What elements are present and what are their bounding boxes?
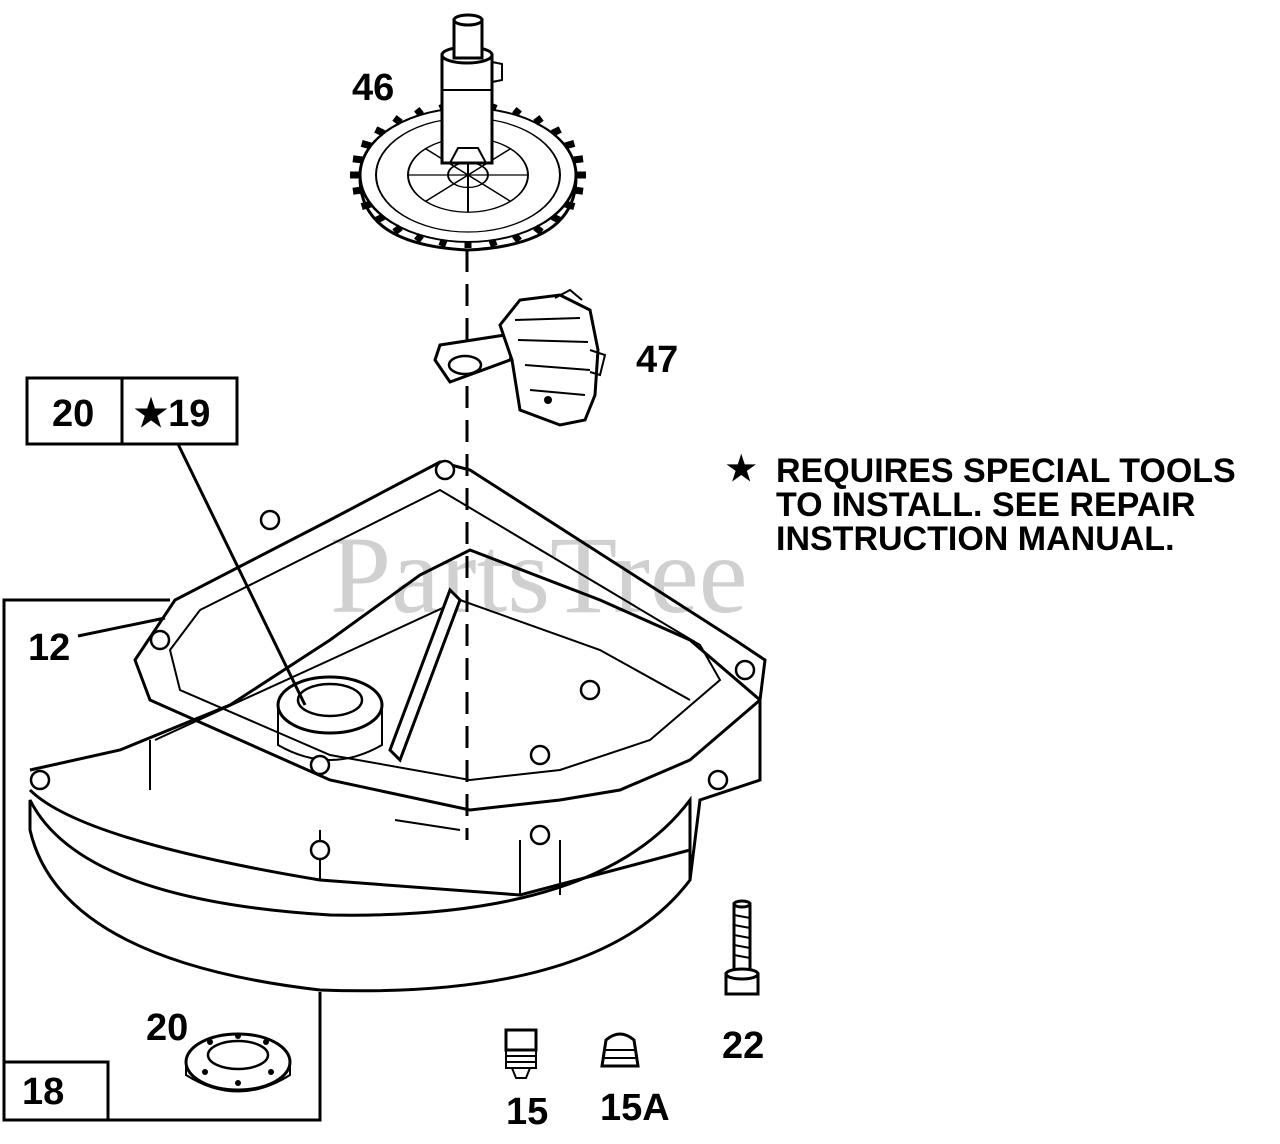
label-12: 12 — [28, 627, 70, 669]
gear-tooth — [533, 115, 544, 126]
note-line-3: INSTRUCTION MANUAL. — [776, 520, 1175, 558]
label-46: 46 — [352, 67, 394, 109]
note-star-icon: ★ — [726, 450, 756, 488]
gear-tooth — [550, 126, 562, 137]
part-12-gasket — [29, 459, 767, 861]
part-47-governor — [433, 288, 607, 427]
gear-tooth — [488, 239, 498, 248]
gear-tooth — [360, 139, 372, 150]
part-15a-plug — [600, 1032, 640, 1068]
gear-tooth — [414, 107, 424, 117]
part-22-bolt — [724, 899, 760, 996]
gear-tooth — [392, 224, 403, 235]
part-46-gear-shaft — [350, 13, 586, 252]
gear-tooth — [564, 139, 576, 150]
gear-tooth — [352, 155, 364, 164]
gear-tooth — [512, 107, 522, 117]
gear-tooth — [414, 233, 424, 243]
note-line-1: REQUIRES SPECIAL TOOLS — [776, 452, 1236, 490]
label-15: 15 — [506, 1091, 548, 1133]
label-22: 22 — [722, 1025, 764, 1067]
label-box-19: ★19 — [134, 393, 210, 435]
label-47: 47 — [636, 339, 678, 381]
leader-line-12 — [77, 616, 166, 638]
part-15-drain-plug — [504, 1028, 538, 1079]
special-tools-note: ★ REQUIRES SPECIAL TOOLS TO INSTALL. SEE… — [726, 450, 1236, 558]
leader-line-19 — [176, 443, 307, 706]
gear-tooth — [572, 155, 584, 164]
kit-label-box: 20 ★19 — [25, 376, 239, 446]
gear-tooth — [374, 126, 386, 137]
label-18: 18 — [22, 1071, 64, 1113]
gear-tooth — [512, 233, 522, 243]
gear-tooth — [438, 239, 448, 248]
label-15a: 15A — [600, 1087, 670, 1129]
label-box-20: 20 — [52, 393, 94, 435]
part-18-sump-base — [28, 548, 762, 993]
gear-tooth — [533, 224, 544, 235]
label-20: 20 — [146, 1007, 188, 1049]
gear-tooth — [392, 115, 403, 126]
part-18-frame — [2, 598, 322, 1122]
part-20-oil-seal — [184, 1032, 292, 1093]
note-line-2: TO INSTALL. SEE REPAIR — [776, 486, 1195, 524]
